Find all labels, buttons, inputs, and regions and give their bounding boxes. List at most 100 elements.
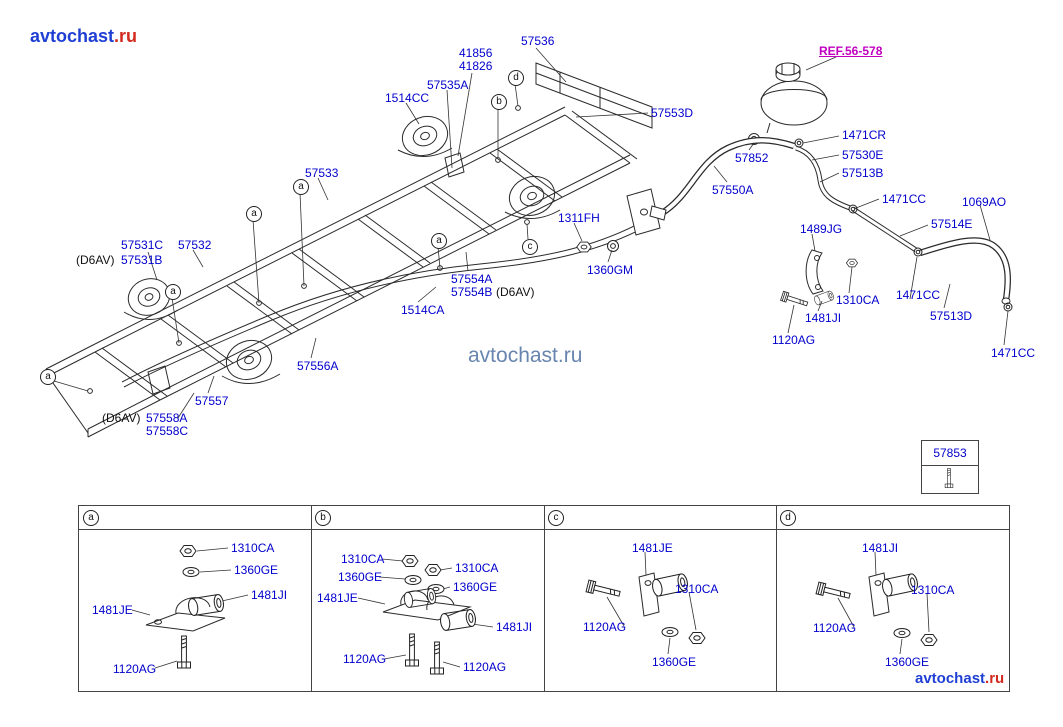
bolt-1120AG — [780, 290, 810, 309]
grommet — [748, 133, 760, 145]
watermark-name: avtochast — [30, 26, 115, 46]
washer-1360GM — [607, 240, 619, 252]
legend-d-label-1310CA: 1310CA — [911, 583, 955, 597]
legend-d-label-1360GE: 1360GE — [885, 655, 930, 669]
part-label-41826: 41826 — [459, 59, 493, 73]
legend-c-label-1310CA: 1310CA — [675, 582, 719, 596]
legend-marker-d: d — [780, 510, 796, 526]
marker-a-3: a — [431, 233, 447, 249]
legend-b-label-1360GE-2: 1360GE — [453, 580, 498, 594]
legend-b-label-1360GE-1: 1360GE — [338, 570, 383, 584]
part-label-41856: 41856 — [459, 46, 493, 60]
part-label-57513B: 57513B — [842, 166, 884, 180]
part-label-57556A: 57556A — [297, 359, 339, 373]
part-label-1069AO: 1069AO — [962, 195, 1007, 209]
watermark-tld: .ru — [985, 670, 1005, 687]
legend-a-label-1481JI: 1481JI — [251, 588, 288, 602]
part-label-57558C: 57558C — [146, 424, 189, 438]
legend-marker-a: a — [83, 510, 99, 526]
part-label-57531B: 57531B — [121, 253, 163, 267]
part-label-1471CC-3: 1471CC — [991, 346, 1036, 360]
legend-c-label-1120AG: 1120AG — [583, 620, 627, 634]
inset-part-number: 57853 — [933, 446, 967, 460]
part-label-1489JG: 1489JG — [800, 222, 843, 236]
legend-b-label-1120AG-2: 1120AG — [463, 660, 507, 674]
legend-separator-2 — [544, 506, 545, 691]
part-label-1471CR: 1471CR — [842, 128, 887, 142]
inset-57853-box: 57853 — [921, 440, 979, 494]
hose-assembly — [576, 62, 1013, 312]
part-label-57852: 57852 — [735, 151, 769, 165]
watermark-center: avtochast.ru — [468, 344, 583, 367]
part-label-d6av-2: (D6AV) — [496, 285, 535, 299]
nut-1311FH — [576, 241, 592, 253]
marker-b: b — [491, 94, 507, 110]
part-label-d6av-3: (D6AV) — [102, 411, 141, 425]
part-label-57532: 57532 — [178, 238, 212, 252]
part-label-1514CC: 1514CC — [385, 91, 430, 105]
watermark-top-left: avtochast.ru — [30, 26, 137, 47]
clamp-1471CC-1 — [848, 204, 858, 214]
part-label-1514CA: 1514CA — [401, 303, 445, 317]
legend-marker-c: c — [548, 510, 564, 526]
part-label-57514E: 57514E — [931, 217, 973, 231]
legend-a-label-1481JE: 1481JE — [92, 603, 133, 617]
legend-a-label-1120AG: 1120AG — [113, 662, 157, 676]
marker-a-1: a — [246, 206, 262, 222]
clamp-1471CR — [794, 138, 804, 148]
part-label-57530E: 57530E — [842, 148, 884, 162]
wheel-front-far — [401, 115, 449, 157]
watermark-tld: .ru — [114, 26, 138, 46]
legend-b-label-1120AG-1: 1120AG — [343, 652, 387, 666]
part-label-57558A: 57558A — [146, 411, 188, 425]
part-label-1481JI: 1481JI — [805, 311, 842, 325]
legend-c-label-1481JE: 1481JE — [632, 541, 673, 555]
bushing-1481JI — [813, 290, 835, 306]
watermark-bottom-right: avtochast.ru — [915, 670, 1004, 687]
reservoir — [760, 62, 828, 134]
part-label-1310CA: 1310CA — [836, 293, 880, 307]
part-label-1120AG: 1120AG — [772, 333, 816, 347]
legend-b-label-1310CA-2: 1310CA — [455, 561, 499, 575]
legend-d-label-1120AG: 1120AG — [813, 621, 857, 635]
wheel-rear-near — [225, 339, 273, 381]
clamp-1471CC-2 — [913, 247, 923, 257]
part-label-57531C: 57531C — [121, 238, 164, 252]
legend-separator-3 — [776, 506, 777, 691]
part-label-d6av-1: (D6AV) — [76, 253, 115, 267]
part-label-1471CC-1: 1471CC — [882, 192, 927, 206]
part-label-1360GM: 1360GM — [587, 263, 634, 277]
clamp-1471CC-3 — [1003, 302, 1013, 312]
part-label-57536: 57536 — [521, 34, 555, 48]
legend-d-label-1481JI: 1481JI — [862, 541, 899, 555]
part-label-57533: 57533 — [305, 166, 339, 180]
legend-separator-1 — [311, 506, 312, 691]
legend-header-line — [79, 529, 1009, 530]
legend-b-label-1310CA-1: 1310CA — [341, 552, 385, 566]
part-label-1471CC-2: 1471CC — [896, 288, 941, 302]
legend-a-label-1360GE: 1360GE — [234, 563, 279, 577]
part-label-57553D: 57553D — [651, 106, 694, 120]
legend-marker-b: b — [315, 510, 331, 526]
part-label-57550A: 57550A — [712, 183, 754, 197]
part-label-57513D: 57513D — [930, 309, 973, 323]
wheel-front-near — [508, 175, 556, 217]
marker-c: c — [522, 239, 538, 255]
part-label-57535A: 57535A — [427, 78, 469, 92]
marker-a-5: a — [40, 369, 56, 385]
inset-divider — [922, 465, 978, 466]
legend-b-label-1481JE: 1481JE — [317, 591, 358, 605]
marker-d: d — [508, 70, 524, 86]
watermark-name: avtochast — [915, 670, 986, 687]
legend-table — [78, 505, 1010, 692]
part-label-57557: 57557 — [195, 394, 229, 408]
ref-link[interactable]: REF.56-578 — [819, 44, 883, 58]
marker-a-4: a — [165, 284, 181, 300]
legend-c-label-1360GE: 1360GE — [652, 655, 697, 669]
part-label-57554B: 57554B — [451, 285, 493, 299]
part-label-57554A: 57554A — [451, 272, 493, 286]
legend-b-label-1481JI: 1481JI — [496, 620, 533, 634]
clip-1310CA — [846, 258, 858, 268]
marker-a-2: a — [293, 179, 309, 195]
